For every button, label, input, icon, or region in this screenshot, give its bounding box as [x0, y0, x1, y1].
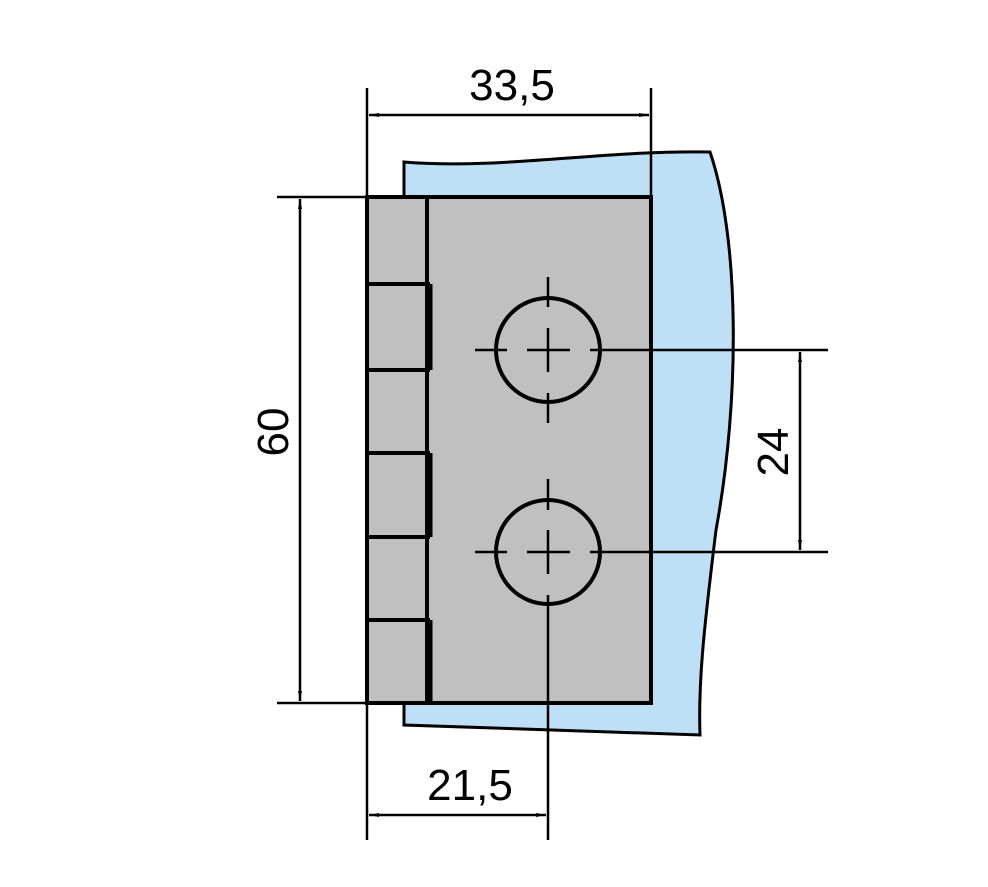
mounting-hole-top	[475, 277, 828, 423]
dimension-hole-offset-label: 21,5	[427, 761, 513, 810]
dimension-width-label: 33,5	[469, 61, 555, 110]
dimension-hole-spacing-label: 24	[749, 428, 798, 477]
dimension-lines	[277, 88, 802, 840]
mounting-hole-bottom	[475, 479, 828, 840]
hinge-plate	[365, 195, 653, 705]
dimension-height-label: 60	[249, 408, 298, 457]
